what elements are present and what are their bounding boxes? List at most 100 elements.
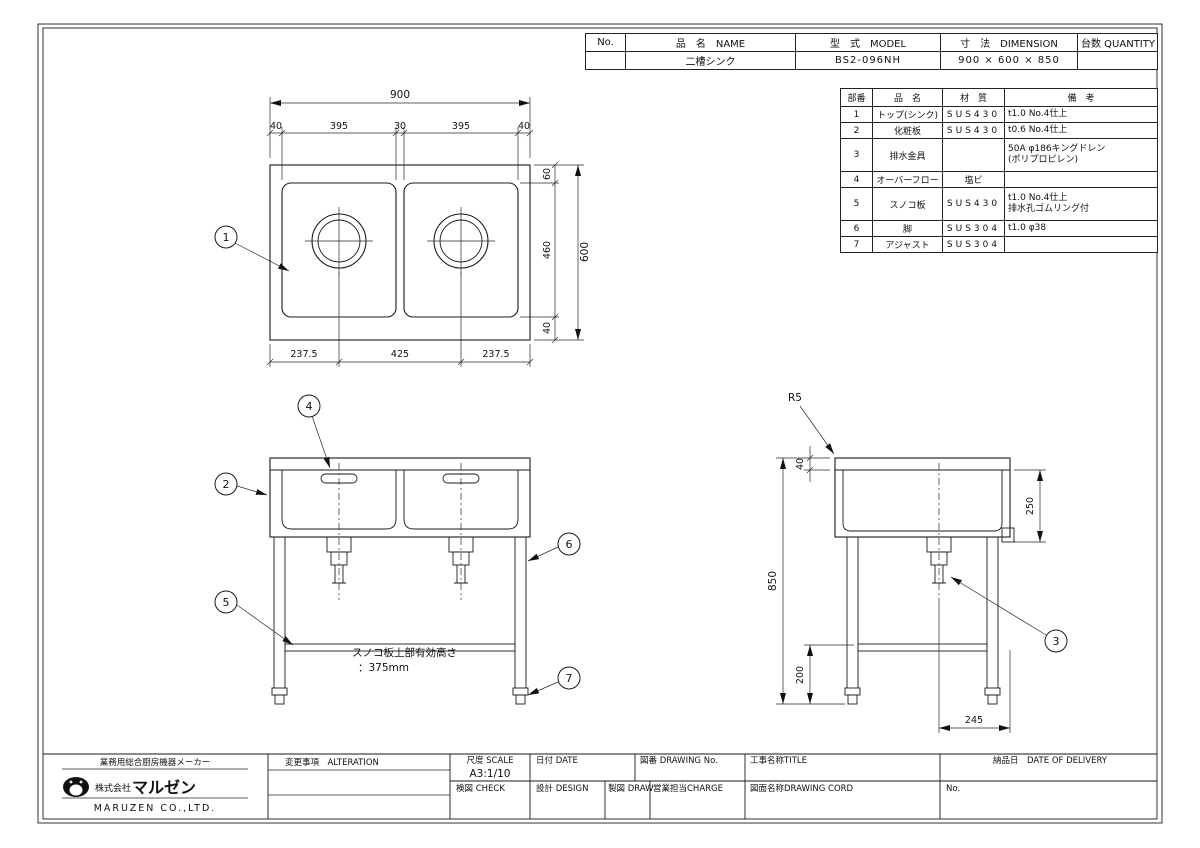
parts-row-3: 3 排水金具 50A φ186キングドレン (ポリプロピレン) [840, 138, 1158, 172]
model-header-model: 型 式 MODEL [795, 33, 941, 52]
part-name: アジャスト [872, 236, 943, 253]
scale-label: 尺度 SCALE [467, 755, 514, 766]
balloon-6: 6 [527, 532, 581, 562]
parts-header-name: 品 名 [872, 88, 943, 107]
check-label: 検図 CHECK [456, 783, 505, 794]
side-view: R5 40 850 250 200 245 3 [767, 392, 1068, 733]
parts-row-7: 7 アジャスト SUS304 [840, 236, 1158, 253]
part-material: SUS304 [942, 220, 1005, 237]
dim-425: 425 [391, 349, 409, 360]
company-tagline: 業務用総合厨房機器メーカー [100, 757, 211, 768]
dim-395-a: 395 [330, 121, 348, 132]
company-name-en: MARUZEN CO.,LTD. [94, 803, 217, 814]
part-material: SUS430 [942, 122, 1005, 139]
parts-row-6: 6 脚 SUS304 t1.0 φ38 [840, 220, 1158, 237]
front-drains [326, 463, 474, 600]
draw-label: 製図 DRAW [608, 783, 654, 794]
balloon-4: 4 [297, 394, 331, 469]
front-view: スノコ板上部有効高さ ：375mm 4 2 6 5 7 [214, 394, 581, 705]
parts-row-4: 4 オーバーフロー 塩ビ [840, 171, 1158, 188]
front-legs [271, 537, 529, 705]
title-block: 業務用総合厨房機器メーカー 株式会社 マルゼン MARUZEN CO.,LTD.… [43, 753, 1157, 819]
shelf-rail-side [857, 643, 988, 652]
part-material: 塩ビ [942, 171, 1005, 188]
side-dimensions: 40 850 250 200 245 [767, 446, 1046, 733]
svg-text:2: 2 [223, 478, 230, 491]
parts-header-note: 備 考 [1004, 88, 1158, 107]
balloon-1: 1 [214, 225, 290, 272]
dim-200: 200 [795, 666, 806, 684]
part-no: 4 [840, 171, 873, 188]
scale-value: A3:1/10 [470, 768, 511, 780]
parts-header-material: 材 質 [942, 88, 1005, 107]
dim-40-side: 40 [795, 458, 806, 470]
dim-40-c: 40 [542, 322, 553, 334]
model-cell-dimension: 900 × 600 × 850 [940, 51, 1078, 70]
part-no: 7 [840, 236, 873, 253]
delivery-label: 納品日 DATE OF DELIVERY [993, 755, 1108, 766]
parts-row-2: 2 化粧板 SUS430 t0.6 No.4仕上 [840, 122, 1158, 139]
drawing-cord-label: 図面名称DRAWING CORD [750, 783, 854, 794]
balloon-7: 7 [527, 666, 581, 696]
balloon-2: 2 [214, 472, 268, 496]
parts-row-5: 5 スノコ板 SUS430 t1.0 No.4仕上 排水孔ゴムリング付 [840, 187, 1158, 221]
dim-600: 600 [579, 242, 591, 262]
part-name: 化粧板 [872, 122, 943, 139]
part-material [942, 138, 1005, 172]
part-note: t0.6 No.4仕上 [1008, 124, 1068, 135]
company-prefix: 株式会社 [95, 782, 131, 794]
radius-label: R5 [788, 392, 802, 404]
svg-text:3: 3 [1053, 635, 1060, 648]
model-cell-quantity [1077, 51, 1158, 70]
shelf-note-line2: ：375mm [358, 662, 409, 674]
dim-250: 250 [1025, 497, 1036, 515]
balloon-5: 5 [214, 590, 294, 646]
drawing-no-label: 図番 DRAWING No. [640, 755, 718, 766]
part-note: 50A φ186キングドレン [1008, 143, 1106, 154]
company-block: 業務用総合厨房機器メーカー 株式会社 マルゼン MARUZEN CO.,LTD. [62, 757, 248, 814]
model-cell-model: BS2-096NH [795, 51, 941, 70]
svg-text:5: 5 [223, 596, 230, 609]
part-note-2: 排水孔ゴムリング付 [1008, 204, 1090, 214]
shelf-note-line1: スノコ板上部有効高さ [352, 646, 457, 659]
svg-text:6: 6 [566, 538, 573, 551]
side-drain [926, 463, 952, 600]
model-header-name: 品 名 NAME [625, 33, 796, 52]
parts-row-1: 1 トップ(シンク) SUS430 t1.0 No.4仕上 [840, 106, 1158, 123]
side-legs [844, 537, 1001, 705]
company-name: マルゼン [132, 778, 196, 797]
title-label: 工事名称TITLE [750, 755, 807, 766]
part-material: SUS304 [942, 236, 1005, 253]
dim-40-b: 40 [518, 121, 530, 132]
part-note-2: (ポリプロピレン) [1008, 155, 1079, 165]
model-header-no: No. [585, 33, 626, 52]
part-no: 2 [840, 122, 873, 139]
dim-395-b: 395 [452, 121, 470, 132]
part-name: 排水金具 [872, 138, 943, 172]
part-note: t1.0 φ38 [1008, 222, 1047, 233]
dim-900: 900 [390, 89, 410, 101]
shelf-rail [284, 643, 516, 652]
model-table: No. 品 名 NAME 型 式 MODEL 寸 法 DIMENSION 台数 … [585, 33, 1158, 70]
alteration-label: 変更事項 ALTERATION [285, 757, 379, 768]
part-note: t1.0 No.4仕上 [1008, 192, 1068, 203]
dim-460: 460 [542, 241, 553, 259]
parts-header-no: 部番 [840, 88, 873, 107]
part-note: t1.0 No.4仕上 [1008, 108, 1068, 119]
design-label: 設計 DESIGN [536, 783, 588, 794]
part-material: SUS430 [942, 187, 1005, 221]
svg-text:4: 4 [306, 400, 313, 413]
drawing-frame [37, 23, 1163, 824]
part-no: 3 [840, 138, 873, 172]
r5-callout: R5 [788, 392, 835, 455]
dim-237-5-b: 237.5 [482, 349, 509, 360]
plan-view: 900 40 395 30 395 40 600 60 460 40 237.5… [214, 89, 591, 367]
model-cell-no [585, 51, 626, 70]
overflow-fitting [1001, 527, 1015, 543]
dim-60: 60 [542, 168, 553, 180]
dim-40-a: 40 [270, 121, 282, 132]
parts-table: 部番 品 名 材 質 備 考 1 トップ(シンク) SUS430 t1.0 No… [840, 88, 1158, 253]
part-material: SUS430 [942, 106, 1005, 123]
